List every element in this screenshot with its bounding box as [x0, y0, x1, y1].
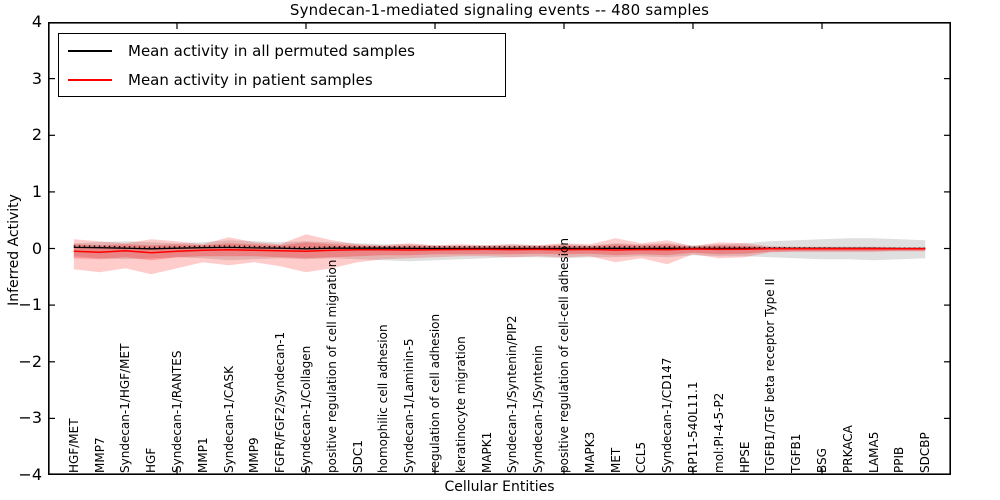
- entity-label: SDC1: [350, 440, 365, 473]
- y-tick-label: −1: [18, 295, 42, 315]
- legend-line-permuted-icon: [68, 49, 112, 52]
- plot-area: [48, 22, 951, 475]
- entity-label: keratinocyte migration: [453, 336, 468, 473]
- entity-label: Syndecan-1/HGF/MET: [118, 343, 133, 473]
- entity-label: homophilic cell adhesion: [376, 324, 391, 473]
- entity-label: Syndecan-1/CD147: [660, 357, 675, 473]
- band-2: [73, 242, 926, 261]
- entity-label: LAMA5: [866, 431, 881, 473]
- legend-label-patient: Mean activity in patient samples: [128, 70, 373, 89]
- entity-label: CCL5: [634, 441, 649, 473]
- y-tick-label: −3: [18, 408, 42, 428]
- entity-label: MAPK3: [582, 431, 597, 473]
- y-tick-label: 2: [31, 125, 42, 145]
- entity-label: Syndecan-1/Laminin-5: [402, 338, 417, 473]
- entity-label: MET: [608, 447, 623, 473]
- entity-label: FGFR/FGF2/Syndecan-1: [273, 331, 288, 473]
- entity-label: TGFB1/TGF beta receptor Type II: [763, 278, 778, 473]
- entity-label: SDCBP: [918, 432, 933, 473]
- entity-label: positive regulation of cell migration: [324, 259, 339, 473]
- patient-mean-line: [73, 247, 926, 254]
- legend-item-patient: Mean activity in patient samples: [59, 66, 505, 94]
- y-tick-label: 3: [31, 68, 42, 88]
- entity-label: Syndecan-1/RANTES: [170, 350, 184, 473]
- entity-label: Syndecan-1/Syntenin/PIP2: [505, 315, 520, 473]
- entity-label: PPIB: [892, 446, 907, 473]
- y-tick-label: 4: [31, 12, 42, 31]
- entity-label: HPSE: [737, 441, 752, 473]
- entity-label: MAPK1: [479, 431, 494, 473]
- chart-title: Syndecan-1-mediated signaling events -- …: [289, 1, 710, 19]
- band-1: [73, 234, 926, 275]
- y-tick-label: 0: [31, 238, 42, 258]
- entity-label: MMP9: [247, 437, 262, 473]
- legend-label-permuted: Mean activity in all permuted samples: [128, 41, 415, 60]
- entity-label: positive regulation of cell-cell adhesio…: [557, 238, 571, 473]
- entity-label: mol:PI-4-5-P2: [711, 392, 726, 473]
- y-tick-label: −2: [18, 351, 42, 371]
- entity-label: RP11-540L11.1: [686, 381, 700, 473]
- entity-label: HGF/MET: [66, 418, 81, 473]
- entity-label: BSG: [815, 448, 829, 473]
- y-tick-label: −4: [18, 465, 42, 484]
- entity-label: Syndecan-1/Collagen: [299, 345, 313, 473]
- entity-label: HGF: [144, 447, 159, 473]
- entity-label: regulation of cell adhesion: [428, 313, 442, 473]
- legend: Mean activity in all permuted samples Me…: [58, 33, 506, 97]
- x-axis-label: Cellular Entities: [444, 479, 555, 495]
- legend-item-permuted: Mean activity in all permuted samples: [59, 37, 505, 65]
- permuted-median-dotted-line: [73, 245, 926, 249]
- entity-label: MMP7: [92, 437, 107, 473]
- legend-line-patient-icon: [68, 78, 112, 81]
- entity-label: TGFB1: [789, 433, 804, 473]
- axes-frame: [48, 22, 951, 475]
- entity-label: Syndecan-1/CASK: [221, 366, 236, 473]
- y-tick-label: 1: [31, 181, 42, 201]
- entity-label: Syndecan-1/Syntenin: [531, 345, 546, 473]
- entity-label: MMP1: [195, 437, 210, 473]
- entity-label: PRKACA: [840, 425, 855, 473]
